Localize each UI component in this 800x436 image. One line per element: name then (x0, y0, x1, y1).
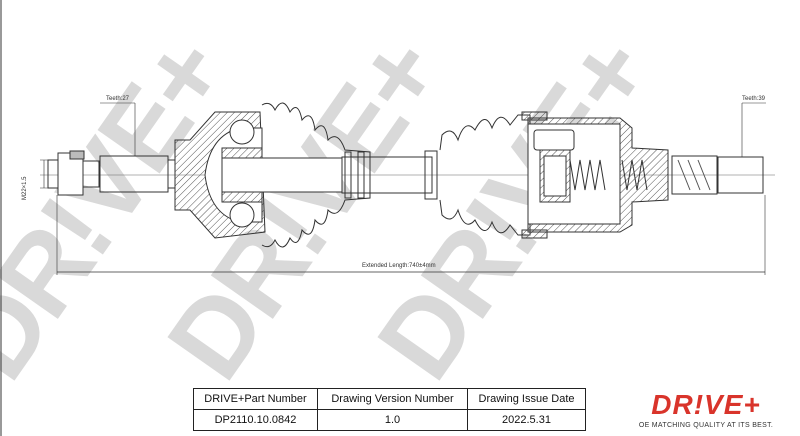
thread-label: M22×1.5 (22, 176, 28, 200)
logo-tagline: OE MATCHING QUALITY AT ITS BEST. (638, 422, 774, 429)
version-value: 1.0 (317, 409, 468, 431)
part-number-header: DRIVE+Part Number (193, 388, 318, 410)
teeth-right-label: Teeth:39 (742, 96, 766, 102)
part-number-value: DP2110.10.0842 (193, 409, 318, 431)
teeth-left-label: Teeth:27 (106, 96, 130, 102)
extended-length-label: Extended Length:740±4mm (362, 263, 436, 269)
issue-date-value: 2022.5.31 (467, 409, 586, 431)
logo-text: DR!VE+ (651, 389, 761, 420)
drive-plus-logo: DR!VE+ OE MATCHING QUALITY AT ITS BEST. (612, 389, 800, 435)
issue-date-header: Drawing Issue Date (467, 388, 586, 410)
version-header: Drawing Version Number (317, 388, 468, 410)
title-block: DRIVE+Part Number Drawing Version Number… (193, 388, 586, 431)
